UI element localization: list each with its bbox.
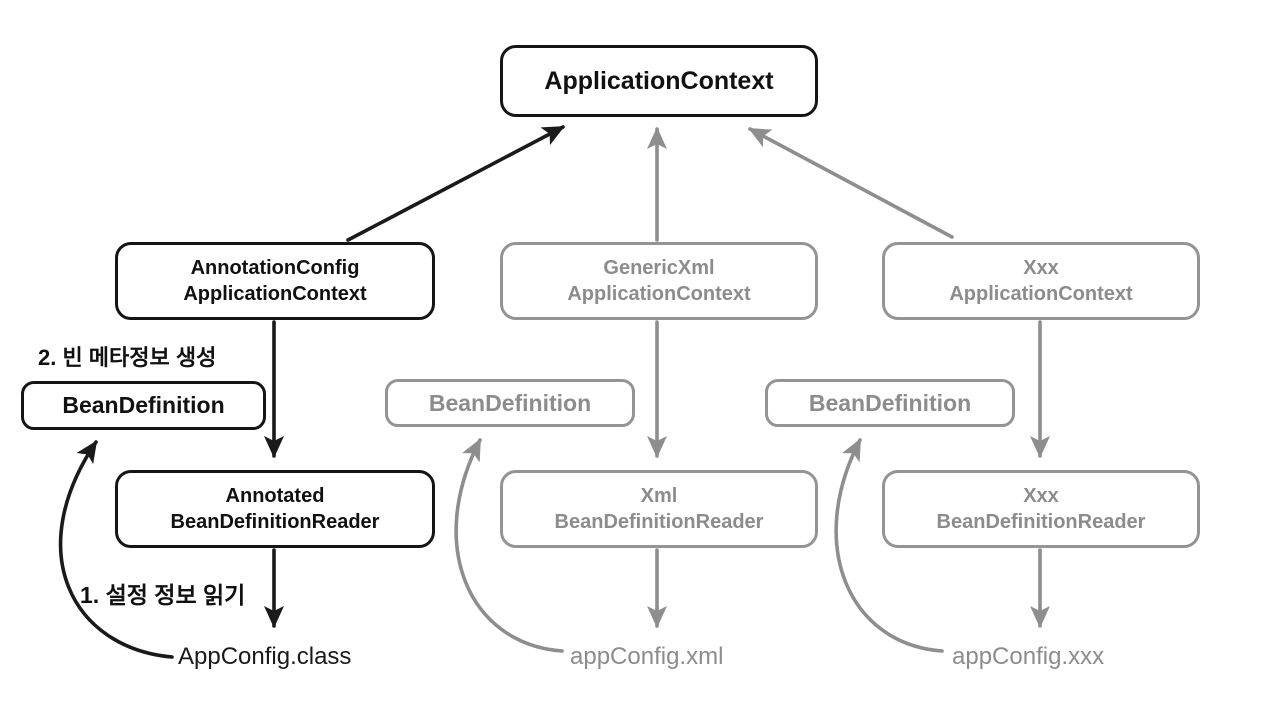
bean-definition-box-xml: BeanDefinition: [385, 379, 635, 427]
xml-reader-box: Xml BeanDefinitionReader: [500, 470, 818, 548]
appconfig-xxx-label: appConfig.xxx: [952, 643, 1105, 670]
annotation-config-context-line1: AnnotationConfig: [190, 256, 360, 279]
xxx-context-line1: Xxx: [1023, 256, 1059, 279]
application-context-label: ApplicationContext: [544, 66, 774, 95]
xxx-reader-line2: BeanDefinitionReader: [936, 511, 1146, 533]
bean-definition-label: BeanDefinition: [808, 389, 972, 416]
xml-reader-line1: Xml: [640, 484, 678, 507]
arrow-xxxcontext-to-root: [748, 127, 954, 239]
step1-annotation: 1. 설정 정보 읽기: [80, 582, 246, 608]
annotated-reader-box: Annotated BeanDefinitionReader: [115, 470, 435, 548]
xml-reader-line2: BeanDefinitionReader: [554, 511, 764, 533]
annotation-config-context-box: AnnotationConfig ApplicationContext: [115, 242, 435, 320]
bean-definition-box-xxx: BeanDefinition: [765, 379, 1015, 427]
xxx-reader-box: Xxx BeanDefinitionReader: [882, 470, 1200, 548]
xxx-context-line2: ApplicationContext: [949, 283, 1133, 305]
step2-annotation: 2. 빈 메타정보 생성: [38, 345, 217, 370]
annotated-reader-line1: Annotated: [225, 484, 325, 507]
appconfig-xml-label: appConfig.xml: [570, 643, 724, 670]
appconfig-class-label: AppConfig.class: [178, 643, 352, 670]
arrow-annotationconfig-to-root: [346, 125, 565, 242]
xxx-context-box: Xxx ApplicationContext: [882, 242, 1200, 320]
generic-xml-context-box: GenericXml ApplicationContext: [500, 242, 818, 320]
generic-xml-context-line1: GenericXml: [603, 256, 715, 279]
arrow-appconfig-class-to-beandefinition: [58, 440, 174, 659]
xxx-reader-line1: Xxx: [1023, 484, 1059, 507]
application-context-box: ApplicationContext: [500, 45, 818, 117]
annotation-config-context-line2: ApplicationContext: [183, 283, 367, 305]
arrow-appconfig-xml-to-beandefinition: [454, 438, 564, 653]
arrow-appconfig-xxx-to-beandefinition: [834, 438, 944, 653]
bean-definition-box-black: BeanDefinition: [21, 381, 266, 430]
annotated-reader-line2: BeanDefinitionReader: [170, 511, 380, 533]
generic-xml-context-line2: ApplicationContext: [567, 283, 751, 305]
bean-definition-label: BeanDefinition: [62, 392, 225, 419]
bean-definition-label: BeanDefinition: [428, 389, 592, 416]
